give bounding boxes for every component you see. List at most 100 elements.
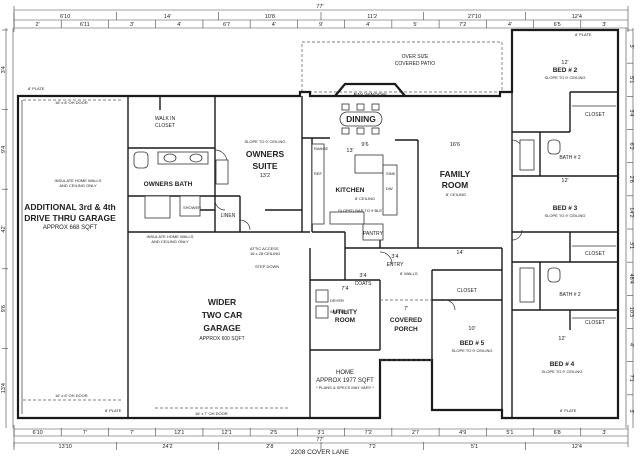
dryer-note: DRYER xyxy=(330,298,344,303)
bay-window-label: BAY WINDOW xyxy=(354,93,387,99)
bed4-width: 12' xyxy=(558,336,565,342)
dimension-label: 9'4 xyxy=(1,146,7,153)
dims-right: 3'5'13'46'22'614'23'148'410'34'7'13' xyxy=(627,29,634,413)
pantry-label: PANTRY xyxy=(363,231,383,237)
range-note: RANGE xyxy=(314,146,329,151)
dimension-label: 2' xyxy=(36,22,40,28)
note-plate-4: 8' PLATE xyxy=(575,32,592,37)
dimension-label: 6'11 xyxy=(80,22,90,28)
dimension-label: 6'10 xyxy=(32,430,42,436)
dimension-label: 12'4 xyxy=(572,14,582,20)
insulate2-line2: AND CEILING ONLY xyxy=(151,239,189,244)
dimension-label: 9'6 xyxy=(1,305,7,312)
bath-fixtures xyxy=(133,151,229,219)
family-room-label-2: ROOM xyxy=(442,180,468,190)
dimension-label: 7'2 xyxy=(459,22,466,28)
garage-walls xyxy=(17,96,310,418)
dimension-label: 13'4 xyxy=(1,383,7,393)
linen-label: LINEN xyxy=(221,213,236,219)
overall-width-bottom: 77' xyxy=(316,437,323,443)
dimension-label: 13'10 xyxy=(59,444,72,450)
attic-note-1: ATTIC ACCESS xyxy=(250,246,279,251)
living-core-walls xyxy=(302,137,502,249)
entry-width: 3'4 xyxy=(391,254,398,260)
bed3-ceiling-note: SLOPE TO 9' CEILING xyxy=(544,213,585,218)
garage-extra-area: APPROX 668 SQFT xyxy=(43,225,98,231)
address-label: 2208 COVER LANE xyxy=(291,449,350,456)
porch-width: 7' xyxy=(404,306,408,312)
dims-left: 3'4 9'4 42' 9'6 13'4 xyxy=(1,29,8,393)
toilet xyxy=(133,151,149,169)
door-bottom-note: 16' x 8' OH DOOR xyxy=(55,393,88,398)
garage-main-label-3: GARAGE xyxy=(203,323,241,333)
kitchen-label: KITCHEN xyxy=(336,187,365,194)
covered-porch-label-1: COVERED xyxy=(390,317,422,324)
dimension-label: 4' xyxy=(177,22,181,28)
bed2-width: 12' xyxy=(561,60,568,66)
dimension-label: 7' xyxy=(83,430,87,436)
dimension-label: 10'3 xyxy=(628,307,634,317)
bed3-label: BED # 3 xyxy=(553,205,578,212)
closet-label-2: CLOSET xyxy=(585,251,605,257)
bed2-label: BED # 2 xyxy=(553,67,578,74)
sink-note: SINK xyxy=(386,171,396,176)
bath2-label-a: BATH # 2 xyxy=(559,155,581,161)
owners-suite-label-2: SUITE xyxy=(252,161,277,171)
dimension-label: 3'1 xyxy=(317,430,324,436)
dimension-label: 4'9 xyxy=(459,430,466,436)
dimension-label: 3'4 xyxy=(1,66,7,73)
dimension-label: 9' xyxy=(319,22,323,28)
closet-label-1: CLOSET xyxy=(585,112,605,118)
bed4-label: BED # 4 xyxy=(550,361,575,368)
dimension-label: 14'2 xyxy=(628,207,634,217)
front-section-walls xyxy=(309,248,503,418)
kitchen-ceiling-note: 8' CEILING xyxy=(355,196,375,201)
dimension-label: 3'4 xyxy=(628,109,634,116)
garage-extra-label-2: DRIVE THRU GARAGE xyxy=(24,213,116,223)
dimension-label: 3' xyxy=(602,22,606,28)
dimension-label: 5'1 xyxy=(628,76,634,83)
owners-suite-walls xyxy=(127,96,303,232)
dimension-label: 14' xyxy=(164,14,171,20)
kitchen-width: 13' xyxy=(346,148,353,154)
dimension-label: 7'1 xyxy=(628,375,634,382)
bed5-width: 10' xyxy=(468,326,475,332)
pantry-box xyxy=(362,223,384,241)
dining-width: 9'6 xyxy=(361,142,368,148)
door-main-note: 16' x 7' OH DOOR xyxy=(195,411,228,416)
dimension-label: 48'4 xyxy=(628,274,634,284)
patio-label-1: OVER SIZE xyxy=(402,54,429,60)
dimension-label: 5' xyxy=(413,22,417,28)
entry-label: ENTRY xyxy=(387,262,405,268)
coats-label: COATS xyxy=(355,281,373,287)
dimension-label: 2'8 xyxy=(266,444,273,450)
family-room-label-1: FAMILY xyxy=(440,169,471,179)
washer-note: WASHER xyxy=(330,309,348,314)
garage-main-area: APPROX 600 SQFT xyxy=(199,336,244,342)
dimension-label: 6'2 xyxy=(628,142,634,149)
dimension-label: 2'6 xyxy=(628,176,634,183)
inner-dimensions: 9'6 16'6 14' 13' 12' 12' 12' 10' 3'4 7'4… xyxy=(341,60,568,342)
dimension-label: 12'1 xyxy=(174,430,184,436)
walls-note: 8' WALLS xyxy=(400,271,418,276)
utility-room-label-1: UTILITY xyxy=(333,309,358,316)
utility-room-label-2: ROOM xyxy=(335,317,355,324)
dimension-label: 27'10 xyxy=(468,14,481,20)
family-depth: 14' xyxy=(456,250,463,256)
insulate2-line1: INSULATE HOME WALLS xyxy=(147,234,194,239)
dimension-label: 3'1 xyxy=(628,242,634,249)
bath2-label-b: BATH # 2 xyxy=(559,292,581,298)
family-ceiling-note: 8' CEILING xyxy=(446,192,466,197)
dimension-label: 42' xyxy=(1,225,7,232)
dimension-label: 11'2 xyxy=(367,14,377,20)
walkin-closet-label-2: CLOSET xyxy=(155,123,175,129)
overall-width-top: 77' xyxy=(316,4,323,10)
closet-label-4: CLOSET xyxy=(457,288,477,294)
bedroom-wing-walls xyxy=(511,91,618,418)
owners-suite-size: 13'2 xyxy=(260,173,270,179)
